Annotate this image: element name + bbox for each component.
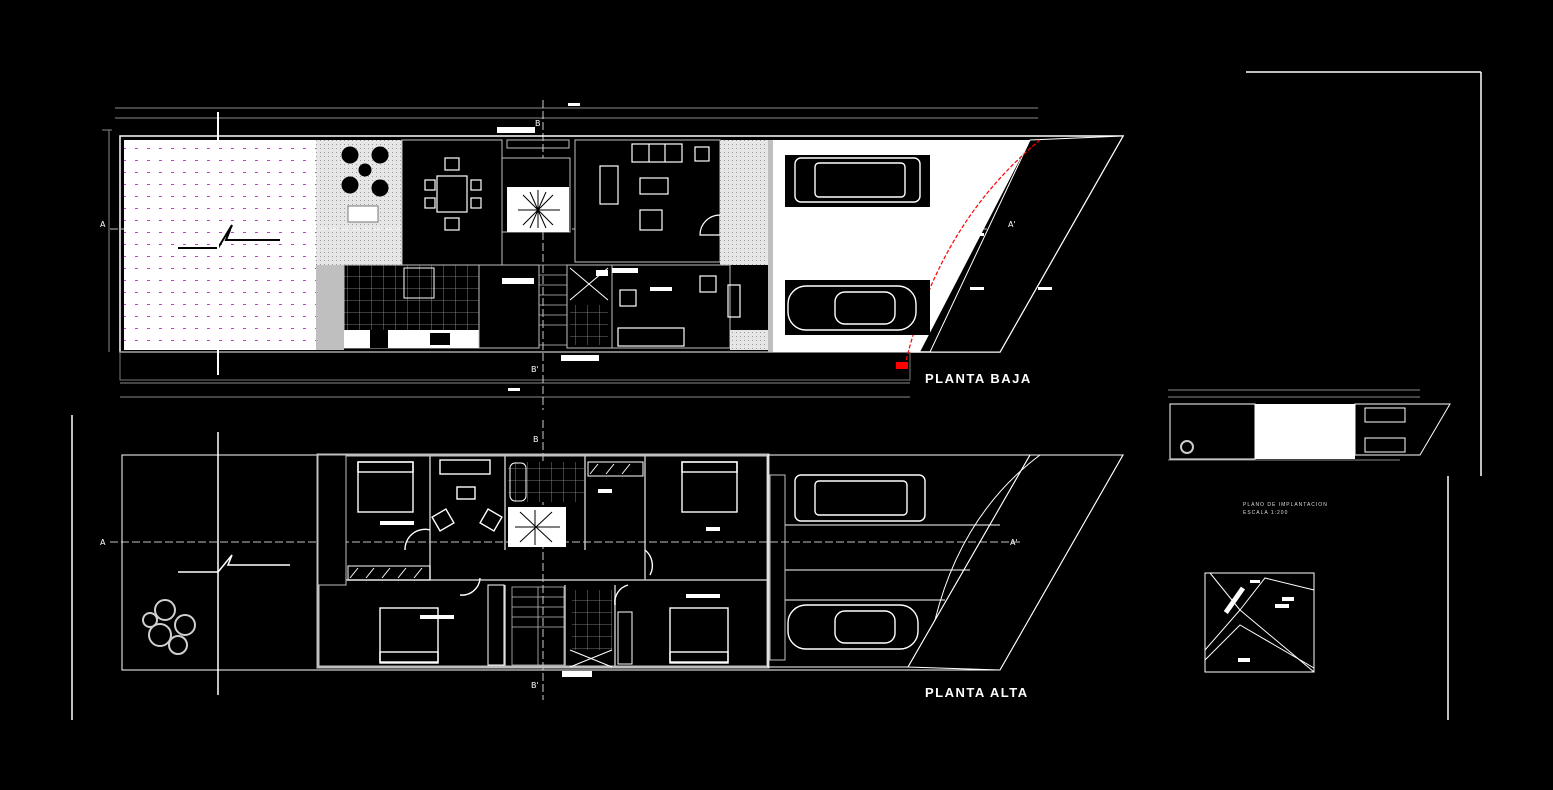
upper-section-a-end: A' xyxy=(1010,538,1018,547)
upper-floor-plan: A A' B B' xyxy=(71,415,1124,720)
ground-floor-plan: A A' B B' xyxy=(100,100,1125,410)
site-plan-area xyxy=(1168,71,1482,720)
site-plan-title: PLANO DE IMPLANTACION xyxy=(1243,502,1328,508)
ground-section-b-end: B' xyxy=(531,365,539,374)
upper-section-b-start: B xyxy=(533,435,539,444)
upper-section-b-end: B' xyxy=(531,681,539,690)
ground-section-b-start: B xyxy=(535,119,541,128)
ground-section-a-end: A' xyxy=(1008,220,1016,229)
upper-floor-title: PLANTA ALTA xyxy=(925,685,1029,700)
site-plan-scale: ESCALA 1:200 xyxy=(1243,510,1289,516)
ground-floor-title: PLANTA BAJA xyxy=(925,371,1032,386)
ground-section-a-start: A xyxy=(100,220,106,229)
upper-section-a-start: A xyxy=(100,538,106,547)
